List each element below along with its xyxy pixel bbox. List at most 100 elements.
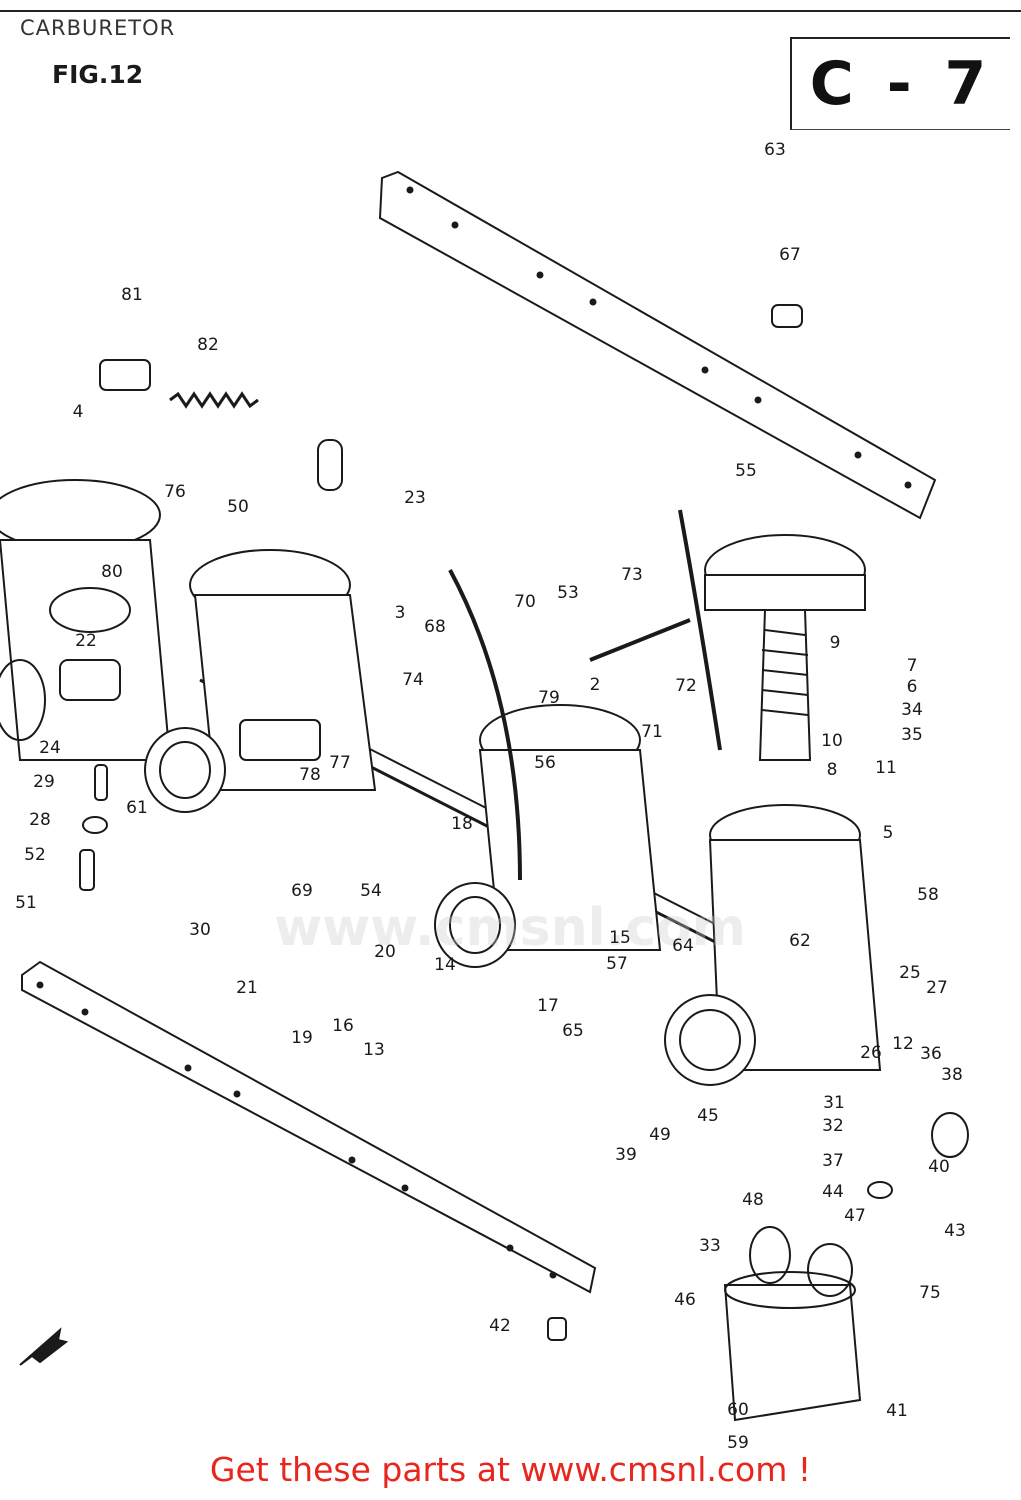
callout-label: 42: [489, 1316, 511, 1336]
float-bowl: [723, 1226, 862, 1422]
carburetor-body-right: [664, 534, 882, 1086]
callout-label: 35: [901, 725, 923, 745]
callout-label: 64: [672, 936, 694, 956]
callout-label: 28: [29, 810, 51, 830]
pin-52: [79, 849, 95, 891]
callout-label: 9: [830, 633, 841, 653]
callout-label: 78: [299, 765, 321, 785]
callout-label: 24: [39, 738, 61, 758]
callout-label: 21: [236, 978, 258, 998]
callout-label: 40: [928, 1157, 950, 1177]
screw-73: [589, 618, 691, 662]
callout-label: 57: [606, 954, 628, 974]
callout-label: 23: [404, 488, 426, 508]
lower-rail: [21, 960, 597, 1294]
cap-12: [931, 1112, 969, 1158]
callout-label: 45: [697, 1106, 719, 1126]
callout-label: 22: [75, 631, 97, 651]
screw-75: [547, 1317, 567, 1341]
callout-label: 11: [875, 758, 897, 778]
pin-29: [94, 764, 108, 801]
parts-link[interactable]: Get these parts at www.cmsnl.com !: [209, 1450, 812, 1489]
callout-label: 14: [434, 955, 456, 975]
callout-label: 55: [735, 461, 757, 481]
callout-label: 17: [537, 996, 559, 1016]
watermark: www.cmsnl.com: [274, 898, 746, 958]
figure-label: FIG.12: [52, 60, 144, 89]
spring-82: [169, 391, 259, 409]
callout-label: 34: [901, 700, 923, 720]
callout-label: 43: [944, 1221, 966, 1241]
callout-label: 16: [332, 1016, 354, 1036]
callout-label: 82: [197, 335, 219, 355]
callout-label: 4: [73, 402, 84, 422]
callout-label: 65: [562, 1021, 584, 1041]
fitting-23: [317, 439, 343, 491]
callout-label: 69: [291, 881, 313, 901]
callout-label: 59: [727, 1433, 749, 1453]
callout-label: 71: [641, 722, 663, 742]
callout-label: 56: [534, 753, 556, 773]
carburetor-body-left: [0, 479, 172, 761]
fuel-hose-68: [448, 569, 522, 881]
callout-label: 37: [822, 1151, 844, 1171]
fuel-hose-72: [678, 509, 722, 751]
page-title: CARBURETOR: [20, 16, 176, 40]
callout-label: 33: [699, 1236, 721, 1256]
callout-label: 6: [907, 677, 918, 697]
callout-label: 31: [823, 1093, 845, 1113]
callout-label: 5: [883, 823, 894, 843]
callout-label: 80: [101, 562, 123, 582]
bracket-81: [99, 359, 151, 391]
callout-label: 76: [164, 482, 186, 502]
callout-label: 72: [675, 676, 697, 696]
callout-label: 52: [24, 845, 46, 865]
callout-label: 75: [919, 1283, 941, 1303]
callout-label: 50: [227, 497, 249, 517]
section-code: C - 7: [790, 37, 1010, 130]
callout-label: 29: [33, 772, 55, 792]
callout-label: 46: [674, 1290, 696, 1310]
callout-label: 25: [899, 963, 921, 983]
callout-label: 38: [941, 1065, 963, 1085]
callout-label: 26: [860, 1043, 882, 1063]
callout-label: 39: [615, 1145, 637, 1165]
callout-label: 68: [424, 617, 446, 637]
callout-label: 2: [590, 675, 601, 695]
callout-label: 53: [557, 583, 579, 603]
callout-label: 27: [926, 978, 948, 998]
carburetor-body-2: [144, 549, 377, 813]
callout-label: 54: [360, 881, 382, 901]
callout-label: 12: [892, 1034, 914, 1054]
callout-label: 47: [844, 1206, 866, 1226]
callout-label: 77: [329, 753, 351, 773]
callout-label: 30: [189, 920, 211, 940]
callout-label: 63: [764, 140, 786, 160]
callout-label: 70: [514, 592, 536, 612]
callout-label: 3: [395, 603, 406, 623]
callout-label: 18: [451, 814, 473, 834]
callout-label: 15: [609, 928, 631, 948]
callout-label: 58: [917, 885, 939, 905]
callout-label: 44: [822, 1182, 844, 1202]
callout-label: 32: [822, 1116, 844, 1136]
callout-label: 8: [827, 760, 838, 780]
nut-28: [82, 816, 108, 834]
callout-label: 73: [621, 565, 643, 585]
callout-label: 48: [742, 1190, 764, 1210]
callout-label: 19: [291, 1028, 313, 1048]
callout-label: 67: [779, 245, 801, 265]
callout-label: 20: [374, 942, 396, 962]
callout-label: 62: [789, 931, 811, 951]
callout-label: 79: [538, 688, 560, 708]
oring-48: [867, 1181, 893, 1199]
top-rule: [0, 0, 1021, 12]
callout-label: 51: [15, 893, 37, 913]
callout-label: 81: [121, 285, 143, 305]
callout-label: 61: [126, 798, 148, 818]
callout-label: 13: [363, 1040, 385, 1060]
fwd-arrow-icon: [19, 1327, 69, 1366]
carburetor-body-3: [434, 704, 662, 968]
callout-label: 41: [886, 1401, 908, 1421]
